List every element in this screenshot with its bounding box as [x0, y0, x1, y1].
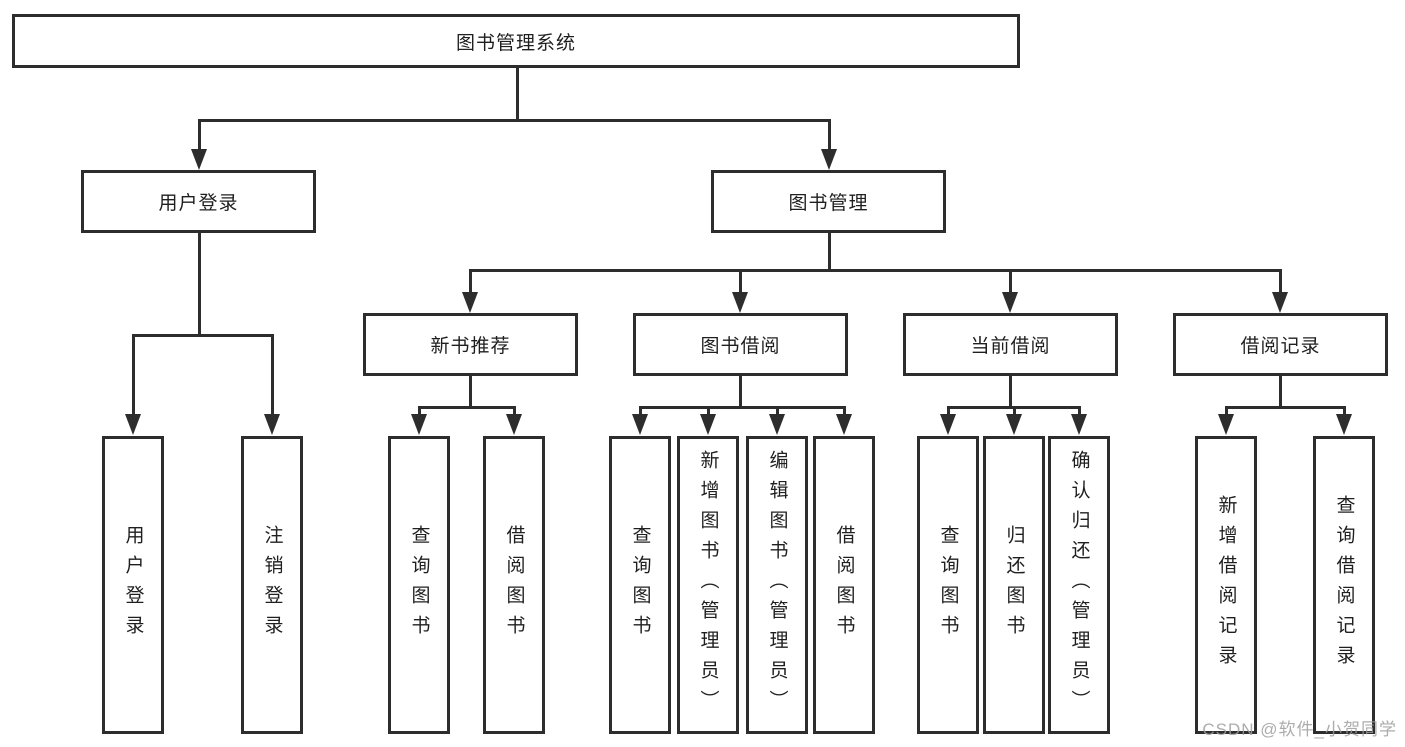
connector-line [1009, 376, 1012, 408]
connector-line [198, 233, 201, 336]
connector-line [947, 406, 950, 415]
leaf-label: 用户登录 [122, 525, 144, 645]
connector-line [1343, 406, 1346, 415]
connector-line [132, 334, 135, 415]
connector-line [1009, 269, 1012, 293]
csdn-watermark: CSDN @软件_小贺同学 [1202, 720, 1397, 739]
connector-line [469, 269, 1282, 272]
node-label: 新书推荐 [430, 336, 511, 357]
leaf-label: 注销登录 [261, 525, 283, 645]
arrowhead-icon [462, 292, 478, 313]
node-root-library-system: 图书管理系统 [12, 14, 1020, 68]
connector-line [198, 119, 201, 150]
connector-line [828, 119, 831, 150]
arrowhead-icon [769, 414, 785, 435]
leaf-current-query-books: 查询图书 [917, 436, 979, 734]
connector-line [1279, 376, 1282, 408]
leaf-current-confirm-return-admin: 确认归还（管理员） [1048, 436, 1110, 734]
connector-line [843, 406, 846, 415]
node-label: 图书管理系统 [455, 32, 576, 54]
connector-line [418, 406, 421, 415]
node-book-management: 图书管理 [711, 170, 946, 233]
leaf-label: 新增图书（管理员） [697, 450, 719, 720]
arrowhead-icon [1272, 292, 1288, 313]
arrowhead-icon [836, 414, 852, 435]
connector-line [469, 269, 472, 293]
node-label: 当前借阅 [970, 336, 1051, 357]
arrowhead-icon [632, 414, 648, 435]
arrowhead-icon [1006, 414, 1022, 435]
node-book-borrow: 图书借阅 [633, 313, 848, 376]
arrowhead-icon [264, 414, 280, 435]
node-new-book-recommend: 新书推荐 [363, 313, 578, 376]
node-label: 图书借阅 [700, 336, 781, 357]
connector-line [132, 334, 274, 337]
arrowhead-icon [1002, 292, 1018, 313]
leaf-label: 归还图书 [1003, 525, 1025, 645]
arrowhead-icon [411, 414, 427, 435]
arrowhead-icon [732, 292, 748, 313]
leaf-label: 查询图书 [629, 525, 651, 645]
connector-line [707, 406, 710, 415]
leaf-records-query-record: 查询借阅记录 [1313, 436, 1375, 734]
leaf-current-return-books: 归还图书 [983, 436, 1045, 734]
node-borrow-records: 借阅记录 [1173, 313, 1388, 376]
leaf-records-add-record: 新增借阅记录 [1195, 436, 1257, 734]
connector-line [639, 406, 642, 415]
node-label: 用户登录 [158, 193, 239, 214]
connector-line [513, 406, 516, 415]
leaf-user-login: 用户登录 [102, 436, 164, 734]
connector-line [198, 119, 831, 122]
leaf-label: 借阅图书 [503, 525, 525, 645]
arrowhead-icon [1071, 414, 1087, 435]
leaf-label: 编辑图书（管理员） [766, 450, 788, 720]
leaf-borrow-add-books-admin: 新增图书（管理员） [677, 436, 739, 734]
leaf-label: 确认归还（管理员） [1068, 450, 1090, 720]
leaf-label: 借阅图书 [833, 525, 855, 645]
connector-line [1225, 406, 1345, 409]
connector-line [271, 334, 274, 415]
connector-line [828, 233, 831, 271]
leaf-logout: 注销登录 [241, 436, 303, 734]
leaf-borrow-edit-books-admin: 编辑图书（管理员） [746, 436, 808, 734]
arrowhead-icon [821, 149, 837, 170]
connector-line [516, 68, 519, 121]
arrowhead-icon [1218, 414, 1234, 435]
arrowhead-icon [506, 414, 522, 435]
connector-line [1013, 406, 1016, 415]
leaf-label: 查询借阅记录 [1333, 495, 1355, 675]
connector-line [776, 406, 779, 415]
arrowhead-icon [125, 414, 141, 435]
leaf-borrow-query-books: 查询图书 [609, 436, 671, 734]
leaf-label: 新增借阅记录 [1215, 495, 1237, 675]
connector-line [1225, 406, 1228, 415]
connector-line [469, 376, 472, 408]
connector-line [1078, 406, 1081, 415]
connector-line [1279, 269, 1282, 293]
leaf-newbooks-query-books: 查询图书 [388, 436, 450, 734]
leaf-borrow-borrow-books: 借阅图书 [813, 436, 875, 734]
arrowhead-icon [700, 414, 716, 435]
connector-line [418, 406, 516, 409]
node-label: 借阅记录 [1240, 336, 1321, 357]
connector-line [739, 269, 742, 293]
node-label: 图书管理 [788, 193, 869, 214]
arrowhead-icon [940, 414, 956, 435]
node-current-borrow: 当前借阅 [903, 313, 1118, 376]
connector-line [639, 406, 845, 409]
leaf-newbooks-borrow-books: 借阅图书 [483, 436, 545, 734]
arrowhead-icon [191, 149, 207, 170]
node-user-login: 用户登录 [81, 170, 316, 233]
leaf-label: 查询图书 [937, 525, 959, 645]
leaf-label: 查询图书 [408, 525, 430, 645]
arrowhead-icon [1336, 414, 1352, 435]
connector-line [739, 376, 742, 408]
